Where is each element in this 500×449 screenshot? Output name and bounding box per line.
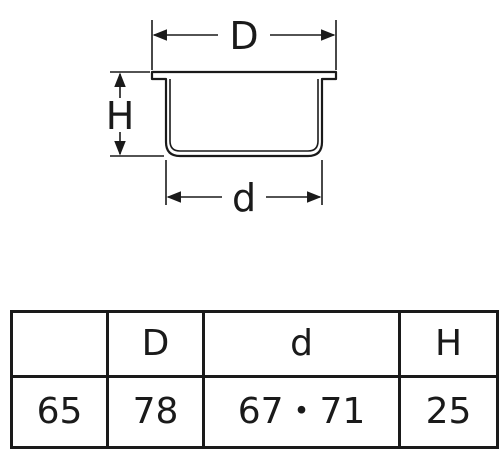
extension-lines-d [165,160,323,205]
table-header-cell: d [202,310,401,378]
dimension-table: D d H 65 78 67・71 25 [10,310,499,449]
cup-outline [150,70,338,158]
dimension-label-H: H [106,94,135,138]
table-header-cell [10,310,109,378]
table-cell: 78 [106,375,205,449]
table-cell: 25 [398,375,499,449]
dimension-label-d: d [232,176,256,220]
table-header-cell: D [106,310,205,378]
extension-lines-H [110,71,164,157]
table-header-cell: H [398,310,499,378]
table-cell: 67・71 [202,375,401,449]
extension-lines-D [151,20,337,70]
table-cell: 65 [10,375,109,449]
dimension-label-D: D [229,14,258,58]
table-header-row: D d H [10,310,499,378]
table-row: 65 78 67・71 25 [10,375,499,449]
